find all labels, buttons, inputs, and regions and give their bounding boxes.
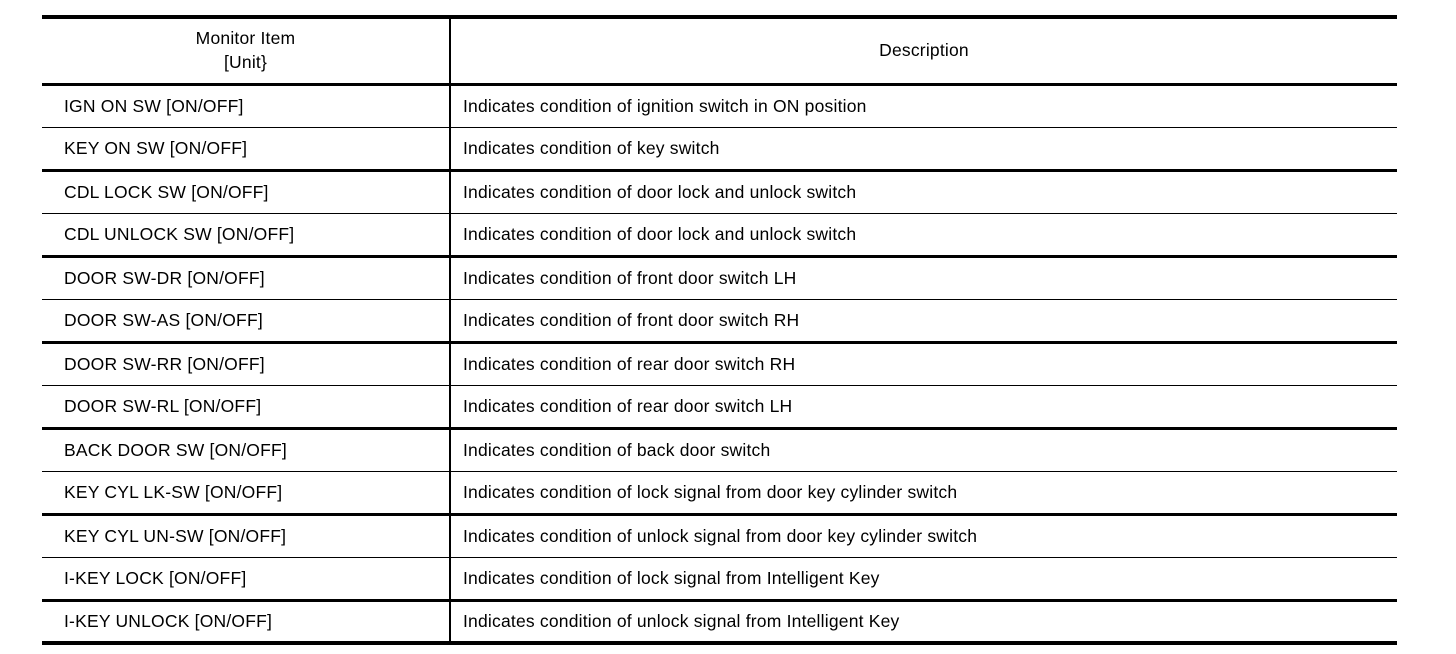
- description-cell: Indicates condition of front door switch…: [463, 309, 800, 330]
- monitor-item-table: Monitor Item [Unit} Description IGN ON S…: [42, 15, 1397, 645]
- table-body: IGN ON SW [ON/OFF] Indicates condition o…: [42, 84, 1397, 643]
- description-cell: Indicates condition of rear door switch …: [463, 353, 796, 374]
- table-row: KEY CYL LK-SW [ON/OFF] Indicates conditi…: [42, 471, 1397, 514]
- monitor-item-cell: DOOR SW-DR [ON/OFF]: [42, 256, 451, 299]
- table-row: DOOR SW-AS [ON/OFF] Indicates condition …: [42, 299, 1397, 342]
- description-cell: Indicates condition of lock signal from …: [463, 567, 880, 588]
- table-row: BACK DOOR SW [ON/OFF] Indicates conditio…: [42, 428, 1397, 471]
- description-cell: Indicates condition of unlock signal fro…: [463, 525, 978, 546]
- table-header: Monitor Item [Unit} Description: [42, 17, 1397, 84]
- monitor-item-cell: DOOR SW-AS [ON/OFF]: [42, 299, 451, 342]
- table-row: I-KEY UNLOCK [ON/OFF] Indicates conditio…: [42, 600, 1397, 643]
- monitor-item-header-line2: [Unit}: [223, 51, 268, 72]
- monitor-item-cell: KEY ON SW [ON/OFF]: [42, 127, 451, 170]
- table-row: CDL LOCK SW [ON/OFF] Indicates condition…: [42, 170, 1397, 213]
- table-row: KEY CYL UN-SW [ON/OFF] Indicates conditi…: [42, 514, 1397, 557]
- header-row: Monitor Item [Unit} Description: [42, 17, 1397, 84]
- description-cell: Indicates condition of door lock and unl…: [463, 223, 857, 244]
- monitor-item-cell: BACK DOOR SW [ON/OFF]: [42, 428, 451, 471]
- description-cell: Indicates condition of lock signal from …: [463, 481, 958, 502]
- monitor-item-cell: IGN ON SW [ON/OFF]: [42, 84, 451, 127]
- table-row: DOOR SW-RL [ON/OFF] Indicates condition …: [42, 385, 1397, 428]
- monitor-item-cell: I-KEY UNLOCK [ON/OFF]: [42, 600, 451, 643]
- table-row: CDL UNLOCK SW [ON/OFF] Indicates conditi…: [42, 213, 1397, 256]
- monitor-item-cell: I-KEY LOCK [ON/OFF]: [42, 557, 451, 600]
- description-cell: Indicates condition of back door switch: [463, 439, 771, 460]
- monitor-item-cell: DOOR SW-RL [ON/OFF]: [42, 385, 451, 428]
- table-row: I-KEY LOCK [ON/OFF] Indicates condition …: [42, 557, 1397, 600]
- monitor-item-column-header: Monitor Item [Unit}: [42, 17, 451, 84]
- monitor-item-header-line1: Monitor Item: [195, 28, 296, 49]
- table-row: DOOR SW-DR [ON/OFF] Indicates condition …: [42, 256, 1397, 299]
- monitor-item-cell: CDL LOCK SW [ON/OFF]: [42, 170, 451, 213]
- table-row: IGN ON SW [ON/OFF] Indicates condition o…: [42, 84, 1397, 127]
- monitor-item-cell: DOOR SW-RR [ON/OFF]: [42, 342, 451, 385]
- description-cell: Indicates condition of rear door switch …: [463, 395, 793, 416]
- description-cell: Indicates condition of door lock and unl…: [463, 181, 857, 202]
- table-row: KEY ON SW [ON/OFF] Indicates condition o…: [42, 127, 1397, 170]
- description-cell: Indicates condition of unlock signal fro…: [463, 610, 900, 631]
- monitor-item-cell: KEY CYL UN-SW [ON/OFF]: [42, 514, 451, 557]
- description-cell: Indicates condition of front door switch…: [463, 267, 797, 288]
- monitor-item-cell: KEY CYL LK-SW [ON/OFF]: [42, 471, 451, 514]
- monitor-item-cell: CDL UNLOCK SW [ON/OFF]: [42, 213, 451, 256]
- description-cell: Indicates condition of ignition switch i…: [463, 95, 867, 116]
- description-cell: Indicates condition of key switch: [463, 137, 720, 158]
- description-column-header: Description: [879, 39, 969, 60]
- table-row: DOOR SW-RR [ON/OFF] Indicates condition …: [42, 342, 1397, 385]
